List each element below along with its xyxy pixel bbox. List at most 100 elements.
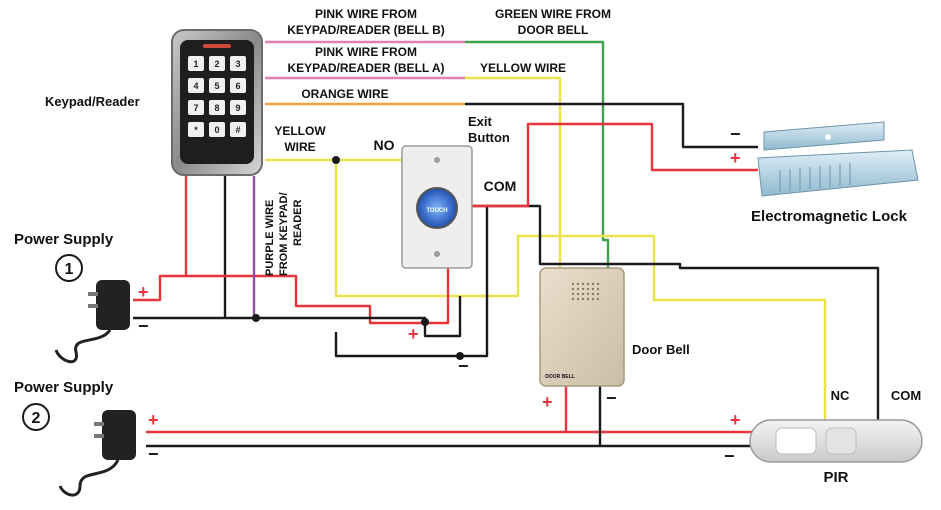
ps1-negative-wire <box>133 296 462 338</box>
power-supply-2-label: Power Supply <box>14 379 114 396</box>
wires <box>133 40 880 448</box>
grille-hole <box>576 292 580 296</box>
bell-plus-sign: + <box>542 392 553 412</box>
grille-hole <box>571 282 575 286</box>
exit-button-label-line1: Exit <box>468 114 493 129</box>
keypad-key <box>209 78 225 93</box>
grille-hole <box>586 287 590 291</box>
polarity-signs: + − + − − + + − + − + − <box>138 124 741 466</box>
pir-sensor-device <box>749 419 923 463</box>
grille-hole <box>591 287 595 291</box>
grille-hole <box>591 297 595 301</box>
ps2-plus-sign: + <box>148 410 159 430</box>
keypad-reader-device: 1 2 3 4 5 6 7 8 9 * 0 # <box>171 29 263 176</box>
pink-wire-bell-a-label-line1: PINK WIRE FROM <box>315 45 417 59</box>
lock-plus-sign: + <box>730 148 741 168</box>
keypad-key-label: 5 <box>214 81 219 91</box>
purple-wire-label-line3: READER <box>292 199 304 246</box>
door-bell-device: DOOR BELL <box>539 267 625 387</box>
grille-hole <box>596 297 600 301</box>
com-terminal-label: COM <box>484 178 517 194</box>
keypad-key <box>230 100 246 115</box>
keypad-key-label: 7 <box>193 103 198 113</box>
grille-hole <box>581 282 585 286</box>
grille-hole <box>596 292 600 296</box>
green-wire <box>465 40 610 268</box>
power-supply-1-number: 1 <box>65 261 74 278</box>
junction-dot <box>456 352 464 360</box>
nc-terminal-label: NC <box>831 388 850 403</box>
grille-hole <box>581 287 585 291</box>
keypad-key-label: 4 <box>193 81 198 91</box>
no-terminal-label: NO <box>374 137 395 153</box>
power-supply-1-device: 1 <box>54 254 130 364</box>
keypad-key-label: 9 <box>235 103 240 113</box>
pink-wire-bell-a-label-line2: KEYPAD/READER (BELL A) <box>287 61 444 75</box>
keypad-key-label: 0 <box>214 125 219 135</box>
green-wire-label-line1: GREEN WIRE FROM <box>495 7 611 21</box>
red-wire-lock-plus <box>526 122 758 196</box>
green-wire-label-line2: DOOR BELL <box>518 23 589 37</box>
relay-plus-sign: + <box>408 324 419 344</box>
keypad-key <box>209 122 225 137</box>
door-bell-label: Door Bell <box>632 342 690 357</box>
exit-button-device: TOUCH <box>401 145 473 269</box>
junction-dot <box>332 156 340 164</box>
grille-hole <box>596 282 600 286</box>
keypad-reader-label: Keypad/Reader <box>45 94 140 109</box>
red-wire-keypad <box>184 176 530 325</box>
grille-hole <box>571 287 575 291</box>
ps1-plus-sign: + <box>138 282 149 302</box>
grille-hole <box>581 297 585 301</box>
grille-hole <box>571 297 575 301</box>
keypad-key-label: * <box>194 125 198 135</box>
grille-hole <box>596 287 600 291</box>
relay-minus-sign: − <box>458 356 469 376</box>
keypad-key-label: 8 <box>214 103 219 113</box>
grille-hole <box>591 282 595 286</box>
ps2-minus-sign: − <box>148 444 159 464</box>
electromagnetic-lock-label: Electromagnetic Lock <box>751 208 908 225</box>
yellow-wire-left-label-line2: WIRE <box>284 140 315 154</box>
yellow-wire-left-label-line1: YELLOW <box>274 124 326 138</box>
pir-label: PIR <box>823 469 848 486</box>
exit-button-face-label: TOUCH <box>426 208 447 214</box>
power-supply-2-number: 2 <box>32 410 41 427</box>
keypad-key-label: # <box>235 125 240 135</box>
keypad-key-label: 1 <box>193 59 198 69</box>
electromagnetic-lock-device <box>757 121 919 197</box>
keypad-keys: 1 2 3 4 5 6 7 8 9 * 0 # <box>188 56 246 137</box>
power-supply-1-label: Power Supply <box>14 231 114 248</box>
keypad-key <box>209 56 225 71</box>
yellow-wire-top <box>465 76 562 268</box>
lock-minus-sign: − <box>730 124 741 144</box>
junctions <box>252 156 464 360</box>
grille-hole <box>586 292 590 296</box>
ps1-positive-wire <box>133 274 186 302</box>
speaker-grille <box>571 282 600 301</box>
keypad-key-label: 6 <box>235 81 240 91</box>
keypad-key <box>188 100 204 115</box>
keypad-key <box>230 122 246 137</box>
junction-dot <box>421 318 429 326</box>
labels: Keypad/Reader Power Supply Power Supply … <box>14 7 921 486</box>
bell-minus-sign: − <box>606 388 617 408</box>
grille-hole <box>576 297 580 301</box>
orange-wire-label: ORANGE WIRE <box>301 87 388 101</box>
pink-wire-bell-b-label-line1: PINK WIRE FROM <box>315 7 417 21</box>
keypad-key <box>188 56 204 71</box>
pir-plus-sign: + <box>730 410 741 430</box>
purple-wire-label-line1: PURPLE WIRE <box>264 200 276 276</box>
grille-hole <box>581 292 585 296</box>
black-wire-com-right <box>487 204 880 420</box>
keypad-key-label: 3 <box>235 59 240 69</box>
keypad-key <box>230 56 246 71</box>
keypad-key <box>230 78 246 93</box>
keypad-key-label: 2 <box>214 59 219 69</box>
grille-hole <box>576 282 580 286</box>
grille-hole <box>576 287 580 291</box>
exit-button-label-line2: Button <box>468 130 510 145</box>
grille-hole <box>591 292 595 296</box>
junction-dot <box>252 314 260 322</box>
